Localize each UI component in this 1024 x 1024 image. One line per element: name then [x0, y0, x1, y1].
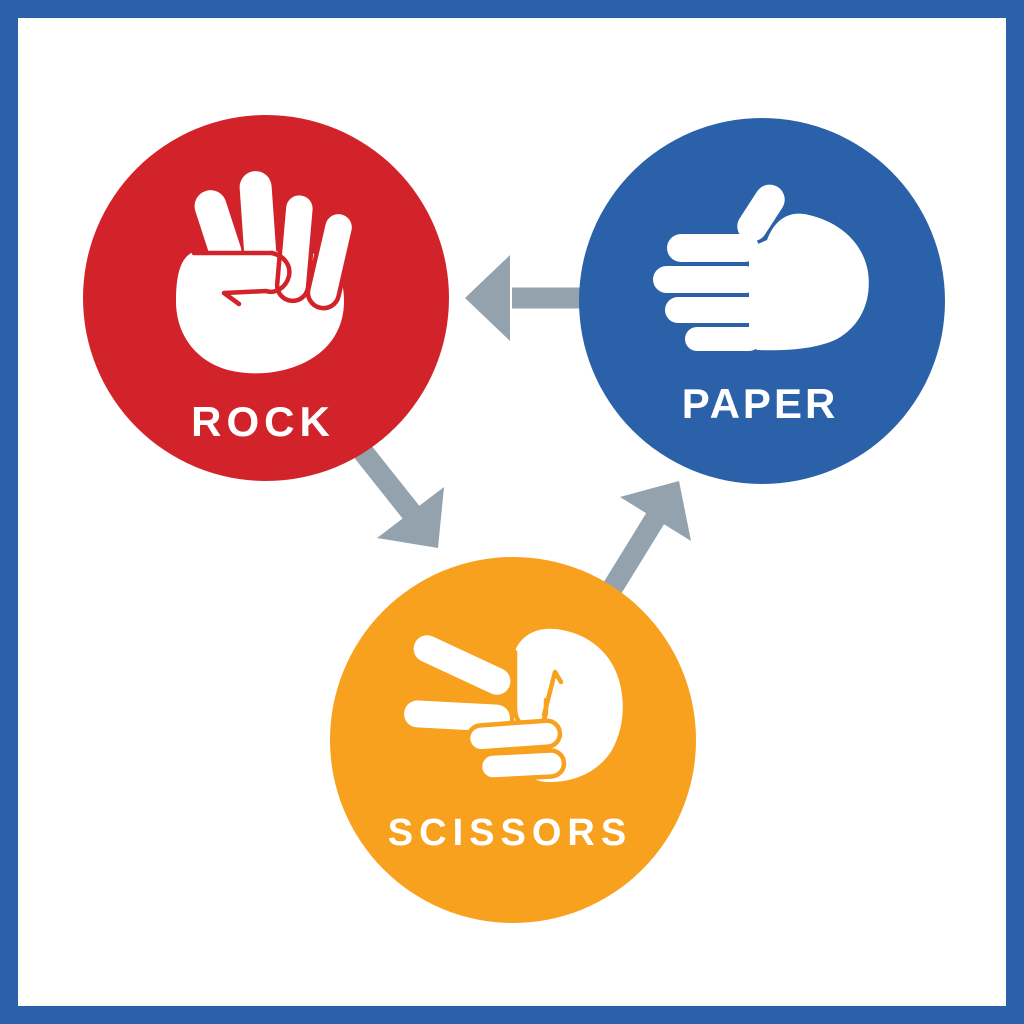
scissors-label: SCISSORS	[388, 812, 632, 854]
thumbnail-line	[541, 669, 564, 718]
finger	[665, 297, 761, 323]
scissors-node: SCISSORS	[330, 557, 696, 923]
arrow-head-up-right-icon	[620, 481, 691, 541]
finger	[413, 635, 511, 695]
paper-node: PAPER	[579, 118, 945, 484]
finger	[667, 234, 759, 262]
rock-label: ROCK	[191, 398, 335, 445]
arrow-head-left-icon	[465, 255, 510, 341]
scissors-hand-icon	[404, 628, 623, 783]
paper-palm	[749, 213, 869, 351]
fist-thumb-line	[221, 250, 292, 307]
arrow-head-down-right-icon	[377, 487, 444, 548]
thumb	[737, 184, 785, 242]
paper-label: PAPER	[682, 380, 839, 427]
rock-node: ROCK	[83, 115, 449, 481]
finger	[653, 266, 759, 293]
fist-icon	[176, 171, 357, 374]
flat-hand-icon	[653, 184, 869, 351]
finger	[685, 327, 761, 351]
